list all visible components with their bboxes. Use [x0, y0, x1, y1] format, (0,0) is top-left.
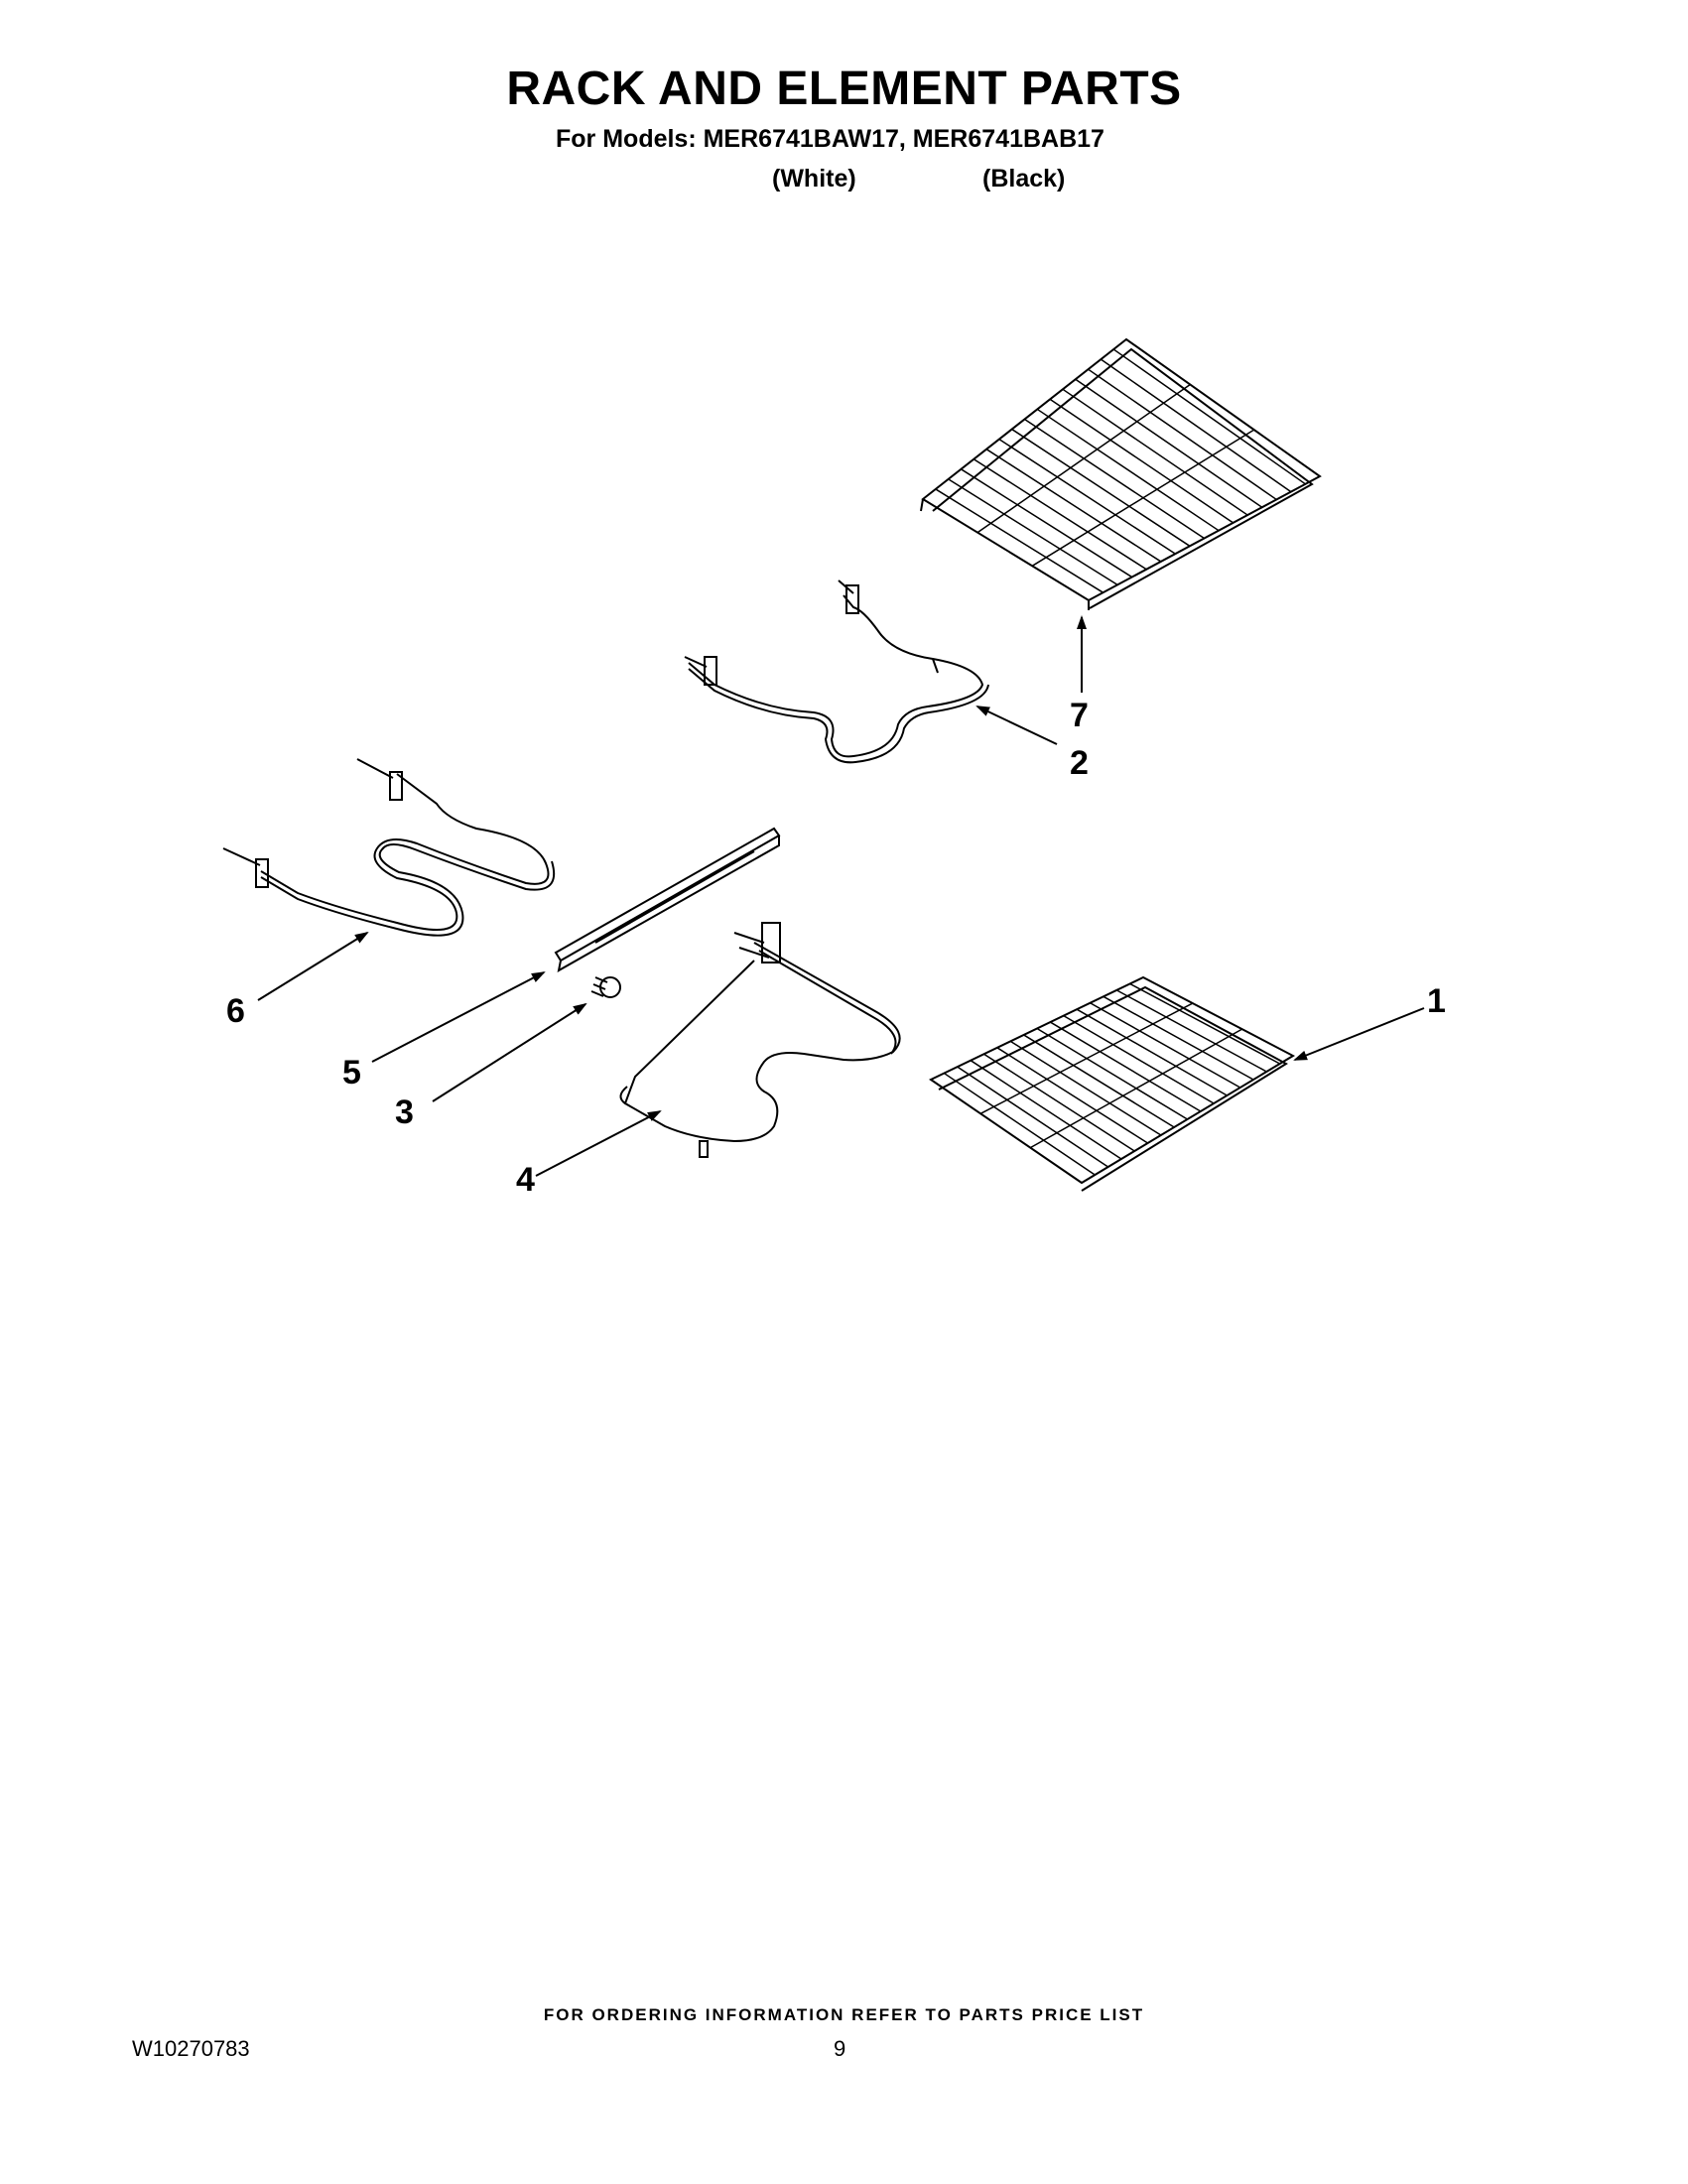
rack-wire — [935, 488, 1104, 593]
rack-wire — [1103, 995, 1254, 1081]
leader-4 — [535, 1110, 662, 1177]
rack-wire — [998, 438, 1176, 555]
rack-wire — [1049, 1021, 1202, 1112]
callout-6: 6 — [226, 992, 245, 1030]
rack-rail — [1031, 429, 1255, 567]
rack-wire — [1036, 408, 1220, 532]
leader-2 — [975, 706, 1058, 745]
page-number: 9 — [834, 2036, 846, 2061]
callout-3: 3 — [395, 1093, 414, 1131]
broil-element — [222, 758, 556, 937]
callout-2: 2 — [1070, 744, 1089, 782]
leader-6 — [257, 931, 369, 1001]
rack-wire — [943, 1072, 1096, 1176]
rack-wire — [957, 1066, 1109, 1168]
upper-oven-rack — [920, 337, 1322, 610]
rack-wire — [1112, 348, 1306, 485]
rack-wire — [1075, 378, 1263, 508]
rack-wire — [1024, 418, 1205, 540]
rack-wire — [1115, 989, 1267, 1073]
rack-wire — [970, 1060, 1122, 1160]
rack-wire — [1076, 1008, 1228, 1096]
rack-wire — [1063, 1014, 1215, 1104]
rack-rail — [979, 1002, 1194, 1114]
variant-black-label: (Black) — [982, 165, 1066, 193]
callout-7: 7 — [1070, 697, 1089, 734]
rack-rail — [1029, 1028, 1243, 1149]
rack-wire — [973, 458, 1147, 571]
rack-wire — [1062, 388, 1248, 516]
rack-wire — [996, 1047, 1148, 1144]
leader-5 — [371, 971, 546, 1063]
leader-lines — [257, 615, 1425, 1177]
rack-wire — [985, 449, 1162, 563]
rack-wire — [1088, 368, 1277, 501]
ordering-note: FOR ORDERING INFORMATION REFER TO PARTS … — [543, 2005, 1145, 2024]
document-number: W10270783 — [132, 2036, 250, 2061]
rack-wire — [1023, 1034, 1175, 1128]
rack-wire — [1049, 398, 1234, 524]
rack-wire — [1011, 428, 1191, 547]
leader-1 — [1293, 1007, 1425, 1061]
rack-wire — [1009, 1040, 1162, 1136]
rack-wire — [1090, 1002, 1241, 1089]
rack-wire — [1129, 982, 1281, 1065]
rack-wire — [1100, 358, 1292, 493]
page-title: RACK AND ELEMENT PARTS — [506, 63, 1182, 115]
rack-wire — [1036, 1027, 1188, 1120]
lower-oven-rack — [929, 975, 1296, 1192]
leader-3 — [432, 1002, 587, 1102]
bake-element-upper — [684, 579, 989, 764]
models-line: For Models: MER6741BAW17, MER6741BAB17 — [556, 125, 1104, 153]
rack-rail — [976, 383, 1191, 534]
rack-wire — [983, 1053, 1135, 1152]
element-bracket — [554, 827, 781, 972]
callout-1: 1 — [1427, 982, 1446, 1020]
callout-4: 4 — [516, 1161, 535, 1199]
rack-wire — [948, 478, 1118, 586]
bake-element-lower — [619, 922, 901, 1158]
variant-white-label: (White) — [772, 165, 856, 193]
callout-5: 5 — [342, 1054, 361, 1092]
mounting-screw — [590, 976, 621, 998]
rack-wire — [961, 468, 1133, 578]
